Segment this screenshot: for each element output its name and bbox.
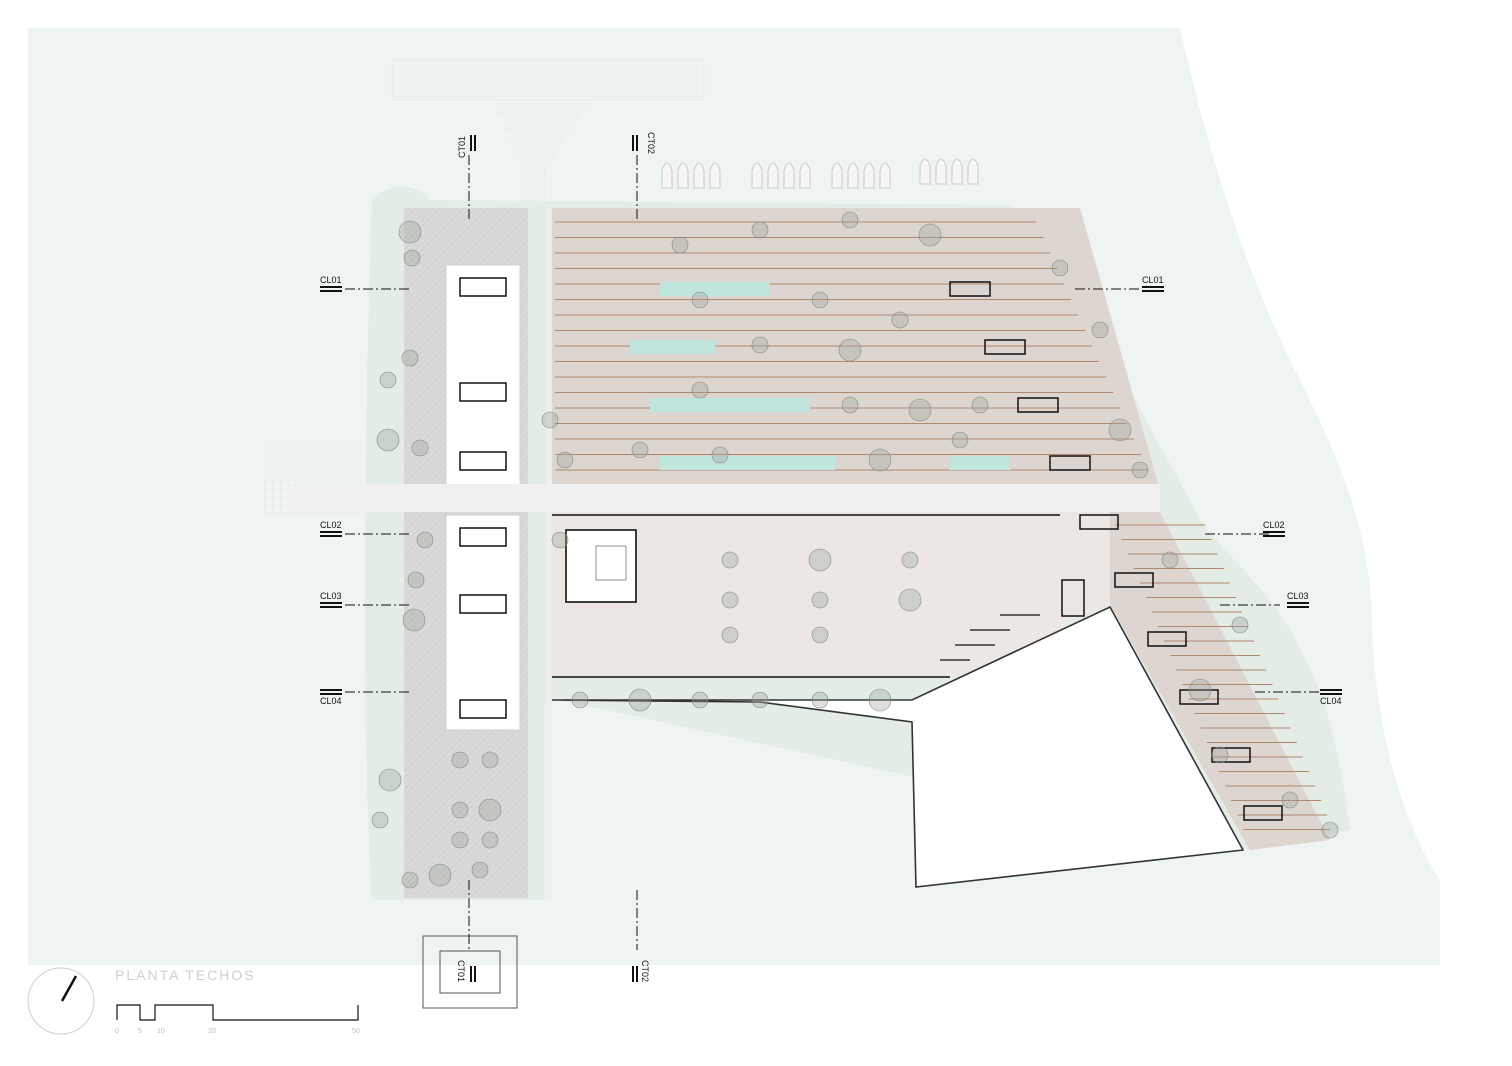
- tree-icon: [751, 336, 769, 354]
- tree-icon: [671, 236, 689, 254]
- tree-icon: [1211, 746, 1229, 764]
- tree-icon: [556, 451, 574, 469]
- tree-icon: [811, 591, 829, 609]
- tree-icon: [1231, 616, 1249, 634]
- tree-icon: [721, 591, 739, 609]
- section-label-cl02-right: CL02: [1263, 520, 1285, 530]
- scale-tick-50: 50: [352, 1028, 360, 1035]
- tree-icon: [711, 446, 729, 464]
- entrance-pavilion: [422, 935, 518, 1009]
- section-lines: [345, 155, 1320, 950]
- tree-icon: [1051, 259, 1069, 277]
- section-label-cl03-left: CL03: [320, 591, 342, 601]
- site-boundary: [551, 605, 1245, 888]
- tree-icon: [1321, 821, 1339, 839]
- trees: [371, 211, 1339, 889]
- tree-icon: [551, 531, 569, 549]
- tree-icon: [376, 428, 400, 452]
- scale-tick-10: 10: [157, 1028, 165, 1035]
- tree-icon: [371, 811, 389, 829]
- tree-icon: [631, 441, 649, 459]
- tree-icon: [918, 223, 942, 247]
- tree-icon: [379, 371, 397, 389]
- section-label-cl02-left: CL02: [320, 520, 342, 530]
- tree-icon: [691, 381, 709, 399]
- tree-icon: [571, 691, 589, 709]
- moored-boats: [661, 158, 979, 189]
- tree-icon: [481, 831, 499, 849]
- tree-icon: [411, 439, 429, 457]
- tree-icon: [1131, 461, 1149, 479]
- tree-icon: [721, 551, 739, 569]
- tree-icon: [1091, 321, 1109, 339]
- tree-icon: [628, 688, 652, 712]
- tree-icon: [811, 291, 829, 309]
- tree-icon: [838, 338, 862, 362]
- tree-icon: [751, 691, 769, 709]
- scale-tick-0: 0: [115, 1028, 119, 1035]
- tree-icon: [401, 349, 419, 367]
- section-label-ct02-bottom: CT02: [640, 960, 650, 982]
- tree-icon: [751, 221, 769, 239]
- tree-icon: [868, 448, 892, 472]
- scale-bar: 0 5 10 20 50: [115, 1004, 360, 1035]
- section-label-cl01-left: CL01: [320, 275, 342, 285]
- section-label-cl04-left: CL04: [320, 696, 342, 706]
- tree-icon: [951, 431, 969, 449]
- tree-icon: [691, 291, 709, 309]
- drawing-title: PLANTA TECHOS: [115, 967, 256, 983]
- tree-icon: [811, 626, 829, 644]
- tree-icon: [891, 311, 909, 329]
- central-building: [290, 208, 1160, 898]
- tree-icon: [471, 861, 489, 879]
- section-label-ct01-bottom: CT01: [456, 960, 466, 982]
- tree-icon: [416, 531, 434, 549]
- tree-icon: [908, 398, 932, 422]
- section-label-cl03-right: CL03: [1287, 591, 1309, 601]
- tree-icon: [808, 548, 832, 572]
- diagonal-wing: [949, 281, 1330, 850]
- section-label-ct02-top: CT02: [646, 132, 656, 154]
- tree-icon: [868, 688, 892, 712]
- tree-icon: [428, 863, 452, 887]
- tree-icon: [403, 249, 421, 267]
- tree-icon: [451, 801, 469, 819]
- north-arrow-icon: [27, 967, 95, 1035]
- tree-icon: [898, 588, 922, 612]
- tree-icon: [811, 691, 829, 709]
- tree-icon: [402, 608, 426, 632]
- tree-icon: [451, 751, 469, 769]
- tree-icon: [1161, 551, 1179, 569]
- section-label-ct01-top: CT01: [457, 136, 467, 158]
- section-ticks: [320, 135, 1342, 982]
- tree-icon: [541, 411, 559, 429]
- tree-icon: [451, 831, 469, 849]
- tree-icon: [721, 626, 739, 644]
- tree-icon: [1108, 418, 1132, 442]
- tree-icon: [407, 571, 425, 589]
- tree-icon: [1188, 678, 1212, 702]
- section-label-cl01-right: CL01: [1142, 275, 1164, 285]
- tree-icon: [691, 691, 709, 709]
- tree-icon: [401, 871, 419, 889]
- tree-icon: [478, 798, 502, 822]
- deck-rows: [550, 208, 1160, 490]
- tree-icon: [398, 220, 422, 244]
- scale-tick-5: 5: [138, 1028, 142, 1035]
- tree-icon: [841, 396, 859, 414]
- plaza: [552, 512, 1160, 678]
- tree-icon: [841, 211, 859, 229]
- tree-icon: [901, 551, 919, 569]
- tree-icon: [378, 768, 402, 792]
- tree-icon: [971, 396, 989, 414]
- section-label-cl04-right: CL04: [1320, 696, 1342, 706]
- tree-icon: [481, 751, 499, 769]
- scale-tick-20: 20: [208, 1028, 216, 1035]
- tree-icon: [1281, 791, 1299, 809]
